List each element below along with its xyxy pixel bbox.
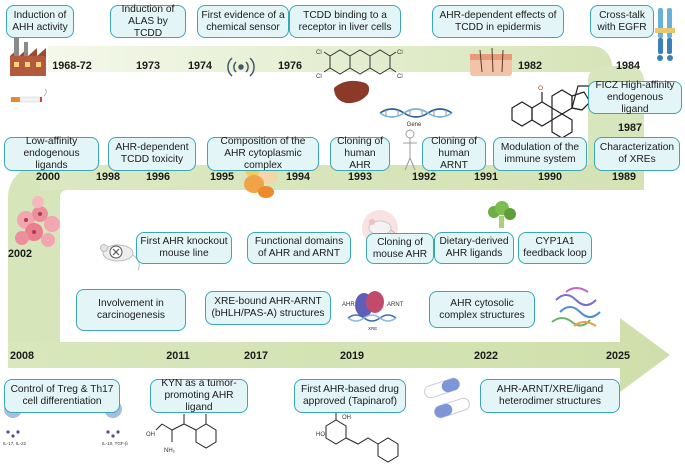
tcdd-structure-icon	[323, 49, 397, 75]
year-label-2022: 2022	[473, 350, 499, 362]
event-box-1974: First evidence of a chemical sensor	[197, 5, 289, 38]
year-label-1984: 1984	[615, 60, 641, 72]
year-label-2002: 2002	[7, 248, 33, 260]
event-box-1984: Cross-talk with EGFR	[590, 5, 654, 38]
event-box-1998: AHR-dependent TCDD toxicity	[108, 137, 196, 171]
chem-label: OH	[146, 432, 155, 438]
ahr-label: AHR	[342, 302, 355, 308]
event-box-2017: XRE-bound AHR-ARNT (bHLH/PAS-A) structur…	[205, 291, 331, 325]
event-box-2002: Involvement in carcinogenesis	[76, 289, 186, 331]
dna-helix-icon	[379, 108, 453, 118]
year-label-1974: 1974	[187, 60, 213, 72]
kynurenine-structure-icon	[155, 414, 217, 449]
human-outline-icon	[403, 129, 417, 171]
cigarette-icon	[11, 88, 47, 103]
event-box-2011: KYN as a tumor-promoting AHR ligand	[150, 378, 248, 413]
event-box-1995: Composition of the AHR cytoplasmic compl…	[207, 136, 319, 171]
chem-label: HO	[316, 432, 325, 438]
chem-label: Cl	[397, 50, 403, 56]
year-label-2011: 2011	[166, 350, 190, 362]
event-box-1968: Induction of AHH activity	[6, 5, 74, 38]
year-label-1976: 1976	[277, 60, 303, 72]
year-label-2017: 2017	[243, 350, 269, 362]
year-label-2000: 2000	[35, 171, 61, 183]
event-box-1994: Functional domains of AHR and ARNT	[247, 232, 351, 264]
event-box-1990b: CYP1A1 feedback loop	[518, 232, 592, 264]
cytosolic-complex-structure-icon	[551, 287, 601, 327]
chem-label: Cl	[397, 74, 403, 80]
year-label-2019: 2019	[339, 350, 365, 362]
timeline-band-left-turn	[8, 165, 67, 350]
wireless-signal-icon	[227, 57, 255, 77]
year-label-1992: 1992	[411, 171, 437, 183]
event-box-1993b: Cloning of mouse AHR	[366, 233, 434, 264]
chem-label: OH	[342, 415, 351, 421]
year-label-1982: 1982	[517, 60, 543, 72]
broccoli-icon	[488, 201, 516, 228]
skin-icon	[470, 47, 512, 76]
event-box-1982: AHR-dependent effects of TCDD in epiderm…	[432, 5, 564, 38]
event-box-2025: AHR-ARNT/XRE/ligand heterodimer structur…	[480, 379, 620, 413]
year-label-1995: 1995	[209, 171, 235, 183]
event-box-1973: Induction of ALAS by TCDD	[110, 4, 186, 39]
year-label-1994: 1994	[285, 171, 311, 183]
ficz-structure-icon	[511, 85, 597, 139]
event-box-2008: Control of Treg & Th17 cell differentiat…	[4, 379, 120, 413]
pills-icon	[424, 377, 470, 419]
event-box-2022: AHR cytosolic complex structures	[429, 291, 535, 328]
chem-label: Cl	[316, 50, 322, 56]
year-label-2008: 2008	[9, 350, 35, 362]
cytokine-label: IL-17, IL-22	[3, 441, 27, 446]
year-label-1987: 1987	[617, 122, 643, 134]
year-label-1973: 1973	[135, 60, 161, 72]
event-box-2019: First AHR-based drug approved (Tapinarof…	[294, 379, 406, 413]
chem-label: Cl	[316, 74, 322, 80]
event-box-1991: Dietary-derived AHR ligands	[434, 232, 514, 264]
liver-icon	[334, 80, 370, 104]
chem-label: O	[538, 85, 543, 92]
event-box-2000: Low-affinity endogenous ligands	[4, 136, 99, 171]
event-box-1976: TCDD binding to a receptor in liver cell…	[289, 5, 401, 38]
year-label-1998: 1998	[95, 171, 121, 183]
timeline-arrow-bottom	[8, 318, 670, 392]
year-label-1991: 1991	[473, 171, 499, 183]
event-box-1993: Cloning of human AHR	[330, 136, 390, 171]
arnt-label: ARNT	[387, 302, 404, 308]
gene-label: Gene	[407, 122, 422, 128]
timeline-band-middle	[40, 165, 644, 190]
year-label-1996: 1996	[145, 171, 171, 183]
year-label-2025: 2025	[605, 350, 631, 362]
year-label-1993: 1993	[347, 171, 373, 183]
year-label-1968: 1968-72	[52, 60, 92, 72]
cytokine-label: IL-10, TGF-β	[102, 441, 128, 446]
year-label-1989: 1989	[611, 171, 637, 183]
year-label-1990: 1990	[537, 171, 563, 183]
chem-label: NH₂	[164, 448, 176, 454]
event-box-1987: FICZ High-affinity endogenous ligand	[588, 80, 682, 115]
cancer-cells-icon	[15, 196, 60, 247]
event-box-1992: Cloning of human ARNT	[422, 136, 486, 171]
event-box-1990: Modulation of the immune system	[493, 137, 587, 171]
event-box-1996: First AHR knockout mouse line	[136, 232, 232, 264]
xre-label: XRE	[368, 326, 377, 331]
event-box-1989: Characterization of XREs	[594, 137, 680, 171]
egfr-receptor-icon	[655, 8, 675, 61]
ahr-arnt-dna-complex-icon	[347, 291, 397, 322]
knockout-mouse-icon	[100, 244, 140, 271]
